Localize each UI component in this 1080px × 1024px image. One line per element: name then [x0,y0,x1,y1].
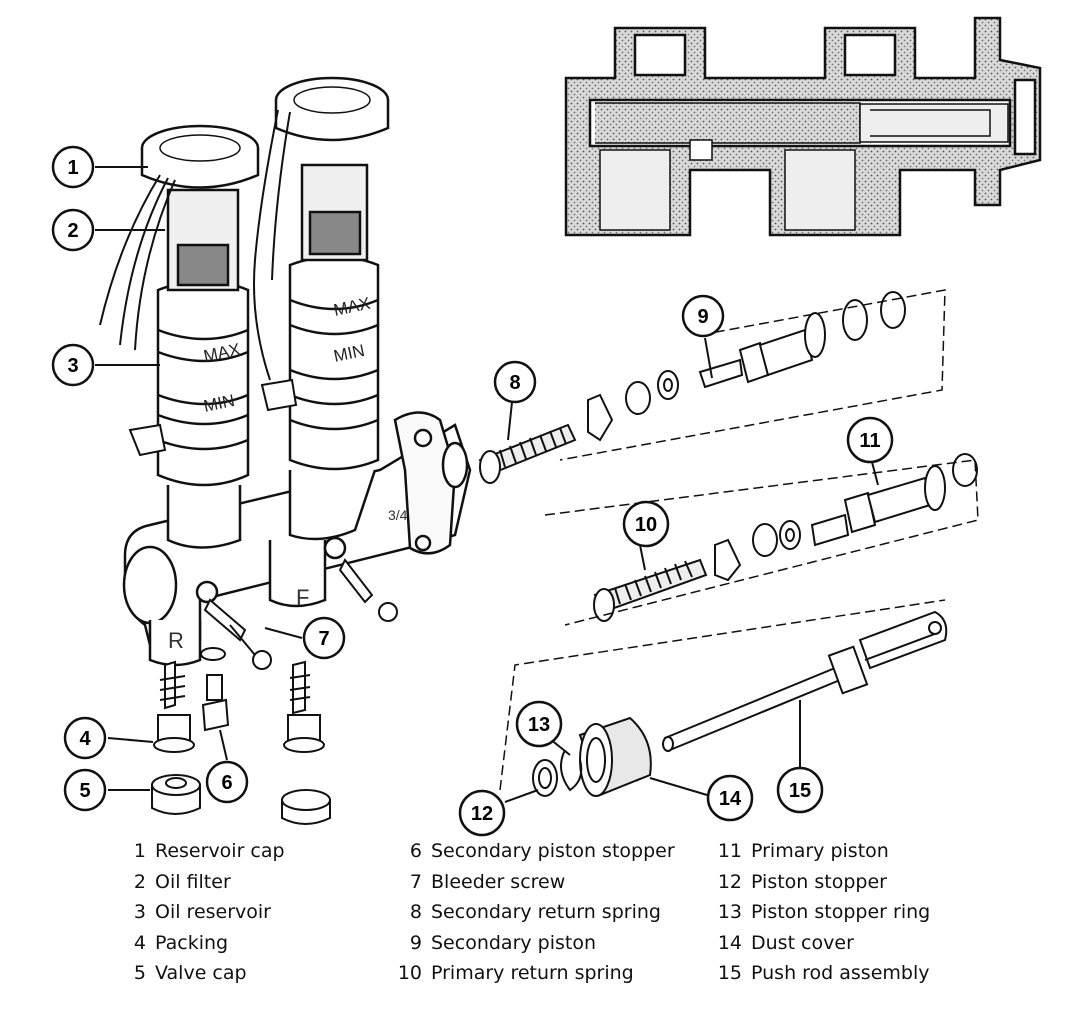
svg-text:14: 14 [719,788,742,810]
svg-text:5: 5 [79,780,90,802]
callout-5: 5 [63,768,107,812]
callout-1: 1 [51,145,95,189]
level-clamps [128,378,298,457]
svg-text:11: 11 [859,430,880,452]
master-cylinder-cross-section [564,16,1042,237]
svg-text:2: 2 [67,220,78,242]
lower-valve-parts [151,558,398,825]
svg-text:7: 7 [318,628,329,650]
svg-text:10: 10 [635,514,657,536]
callout-11: 11 [846,416,894,464]
callout-14: 14 [706,774,754,822]
front-mark: F [296,585,309,610]
callout-4: 4 [63,716,107,760]
svg-text:8: 8 [509,372,520,394]
level-sensor-wires [99,109,291,381]
callout-7: 7 [302,616,346,660]
callout-12: 12 [458,789,506,837]
callouts: 1 2 3 4 5 6 7 8 9 10 11 12 13 14 15 [51,145,894,837]
callout-6: 6 [205,760,249,804]
fraction-mark: 3/4 [388,507,408,523]
callout-9: 9 [681,294,725,338]
master-cylinder-body [122,411,472,667]
rear-mark: R [168,628,184,653]
svg-text:3: 3 [67,355,78,377]
primary-piston-group [544,453,979,626]
svg-text:6: 6 [221,772,232,794]
svg-text:1: 1 [67,157,78,179]
svg-text:9: 9 [697,306,708,328]
callout-2: 2 [51,208,95,252]
callout-13: 13 [515,700,563,748]
svg-text:12: 12 [471,803,493,825]
svg-text:4: 4 [79,728,91,750]
svg-text:15: 15 [789,780,811,802]
svg-text:13: 13 [528,714,550,736]
rear-oil-reservoir [140,124,260,487]
callout-15: 15 [776,766,824,814]
secondary-piston-group [478,289,946,484]
callout-leaders [95,166,879,803]
push-rod-group [499,599,948,797]
callout-10: 10 [622,500,670,548]
front-oil-reservoir [274,76,390,471]
callout-3: 3 [51,343,95,387]
callout-8: 8 [493,360,537,404]
